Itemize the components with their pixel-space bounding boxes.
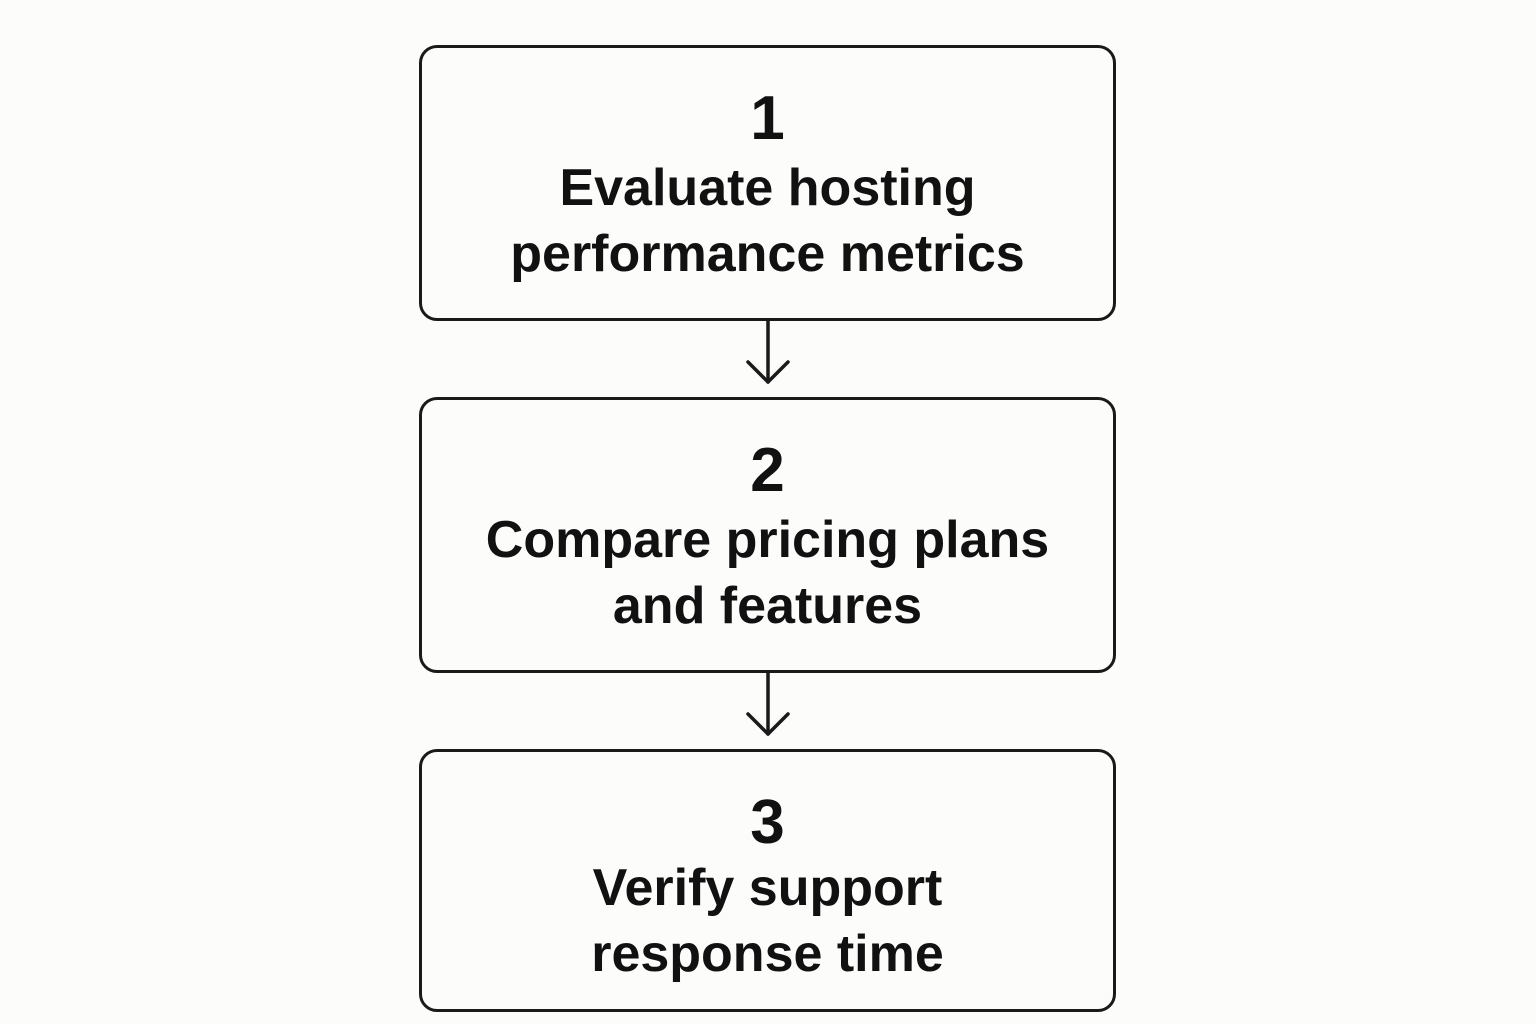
step-number-3: 3 [750, 788, 785, 857]
step-box-2: 2 Compare pricing plans and features [419, 397, 1116, 673]
step-label-2: Compare pricing plans and features [422, 507, 1113, 639]
step-label-1-line-2: performance metrics [510, 225, 1025, 283]
step-number-1: 1 [750, 84, 785, 153]
step-label-3-line-1: Verify support [592, 859, 943, 917]
arrow-down-icon [746, 672, 790, 736]
step-label-1-line-1: Evaluate hosting [559, 159, 976, 217]
step-box-3: 3 Verify support response time [419, 749, 1116, 1012]
step-label-2-line-1: Compare pricing plans [485, 511, 1050, 569]
step-label-3: Verify support response time [422, 855, 1113, 987]
step-label-2-line-2: and features [612, 577, 923, 635]
step-number-2: 2 [750, 436, 785, 505]
arrow-down-icon [746, 320, 790, 384]
step-label-3-line-2: response time [591, 925, 944, 983]
step-box-1: 1 Evaluate hosting performance metrics [419, 45, 1116, 321]
step-label-1: Evaluate hosting performance metrics [422, 155, 1113, 287]
